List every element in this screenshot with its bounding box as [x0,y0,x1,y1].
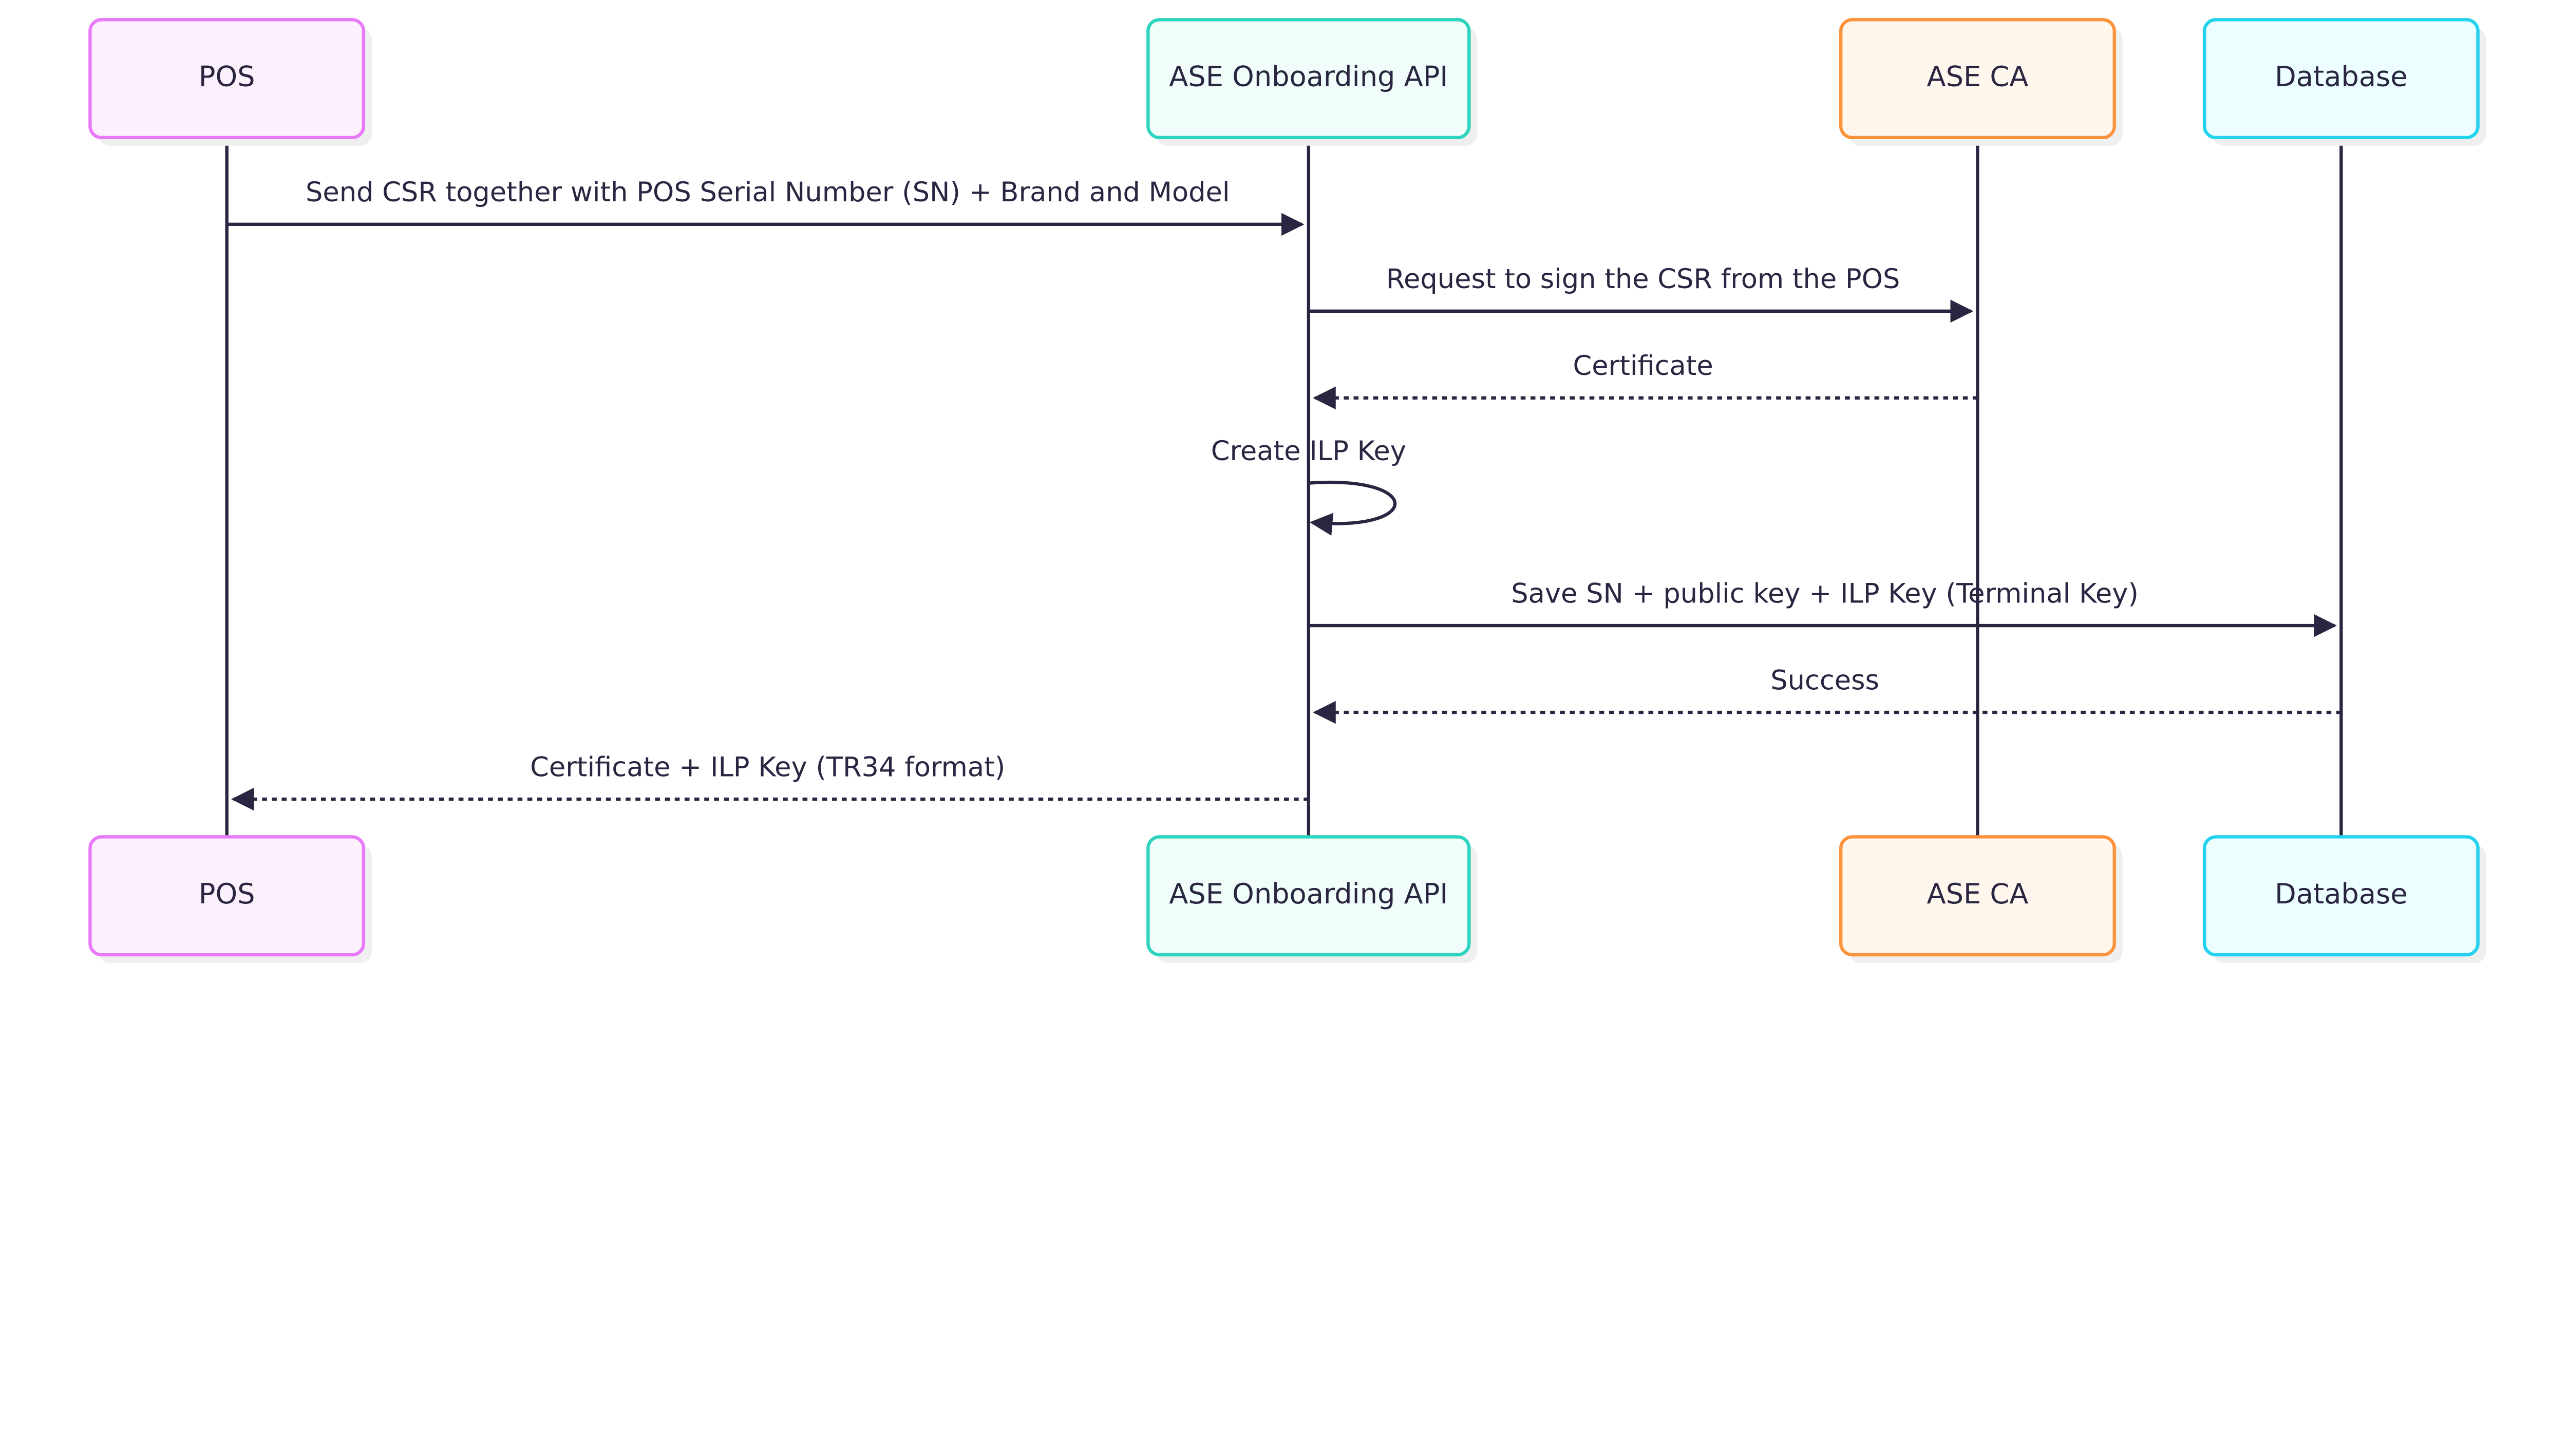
participant-pos-top[interactable]: POS [88,18,372,146]
participant-box [1146,18,1471,140]
participant-box [2202,18,2480,140]
message-3: Certificate [1313,350,1978,410]
participant-box [1146,835,1471,957]
message-label: Certificate [1573,350,1713,382]
participant-label: ASE CA [1927,61,2029,93]
sequence-diagram: POS POS ASE Onboarding API ASE Onboarding A… [88,18,2486,963]
participants: POS POS ASE Onboarding API ASE Onboarding A… [88,18,2486,963]
participant-label: POS [199,61,255,93]
self-message-arrow [1308,481,1397,536]
participant-label: ASE CA [1927,878,2029,910]
participant-pos-bottom[interactable]: POS [88,835,372,963]
message-label: Certificate + ILP Key (TR34 format) [530,751,1005,783]
participant-box [88,18,366,140]
participant-label: Database [2275,61,2408,93]
participant-box [88,835,366,957]
participant-ase-ca-bottom[interactable]: ASE CA [1839,835,2123,963]
participant-box [1839,835,2116,957]
participant-box [1839,18,2116,140]
message-1: Send CSR together with POS Serial Number… [226,177,1305,236]
message-label: Success [1770,665,1879,696]
participant-ase-ca-top[interactable]: ASE CA [1839,18,2123,146]
message-5: Save SN + public key + ILP Key (Terminal… [1308,578,2337,637]
lifelines [225,137,2343,837]
participant-label: ASE Onboarding API [1169,61,1448,93]
participant-ase-onboarding-api-bottom[interactable]: ASE Onboarding API [1146,835,1478,963]
message-label: Create ILP Key [1211,436,1406,467]
message-6: Success [1313,665,2342,724]
message-label: Send CSR together with POS Serial Number… [306,177,1230,208]
participant-box [2202,835,2480,957]
message-2: Request to sign the CSR from the POS [1308,263,1974,323]
participant-database-top[interactable]: Database [2202,18,2486,146]
participant-ase-onboarding-api-top[interactable]: ASE Onboarding API [1146,18,1478,146]
message-4: Create ILP Key [1211,436,1406,536]
message-label: Request to sign the CSR from the POS [1386,263,1900,295]
participant-label: POS [199,878,255,910]
participant-database-bottom[interactable]: Database [2202,835,2486,963]
message-label: Save SN + public key + ILP Key (Terminal… [1511,578,2139,609]
participant-label: ASE Onboarding API [1169,878,1448,910]
participant-label: Database [2275,878,2408,910]
message-7: Certificate + ILP Key (TR34 format) [231,751,1309,811]
messages: Send CSR together with POS Serial Number… [226,177,2342,811]
